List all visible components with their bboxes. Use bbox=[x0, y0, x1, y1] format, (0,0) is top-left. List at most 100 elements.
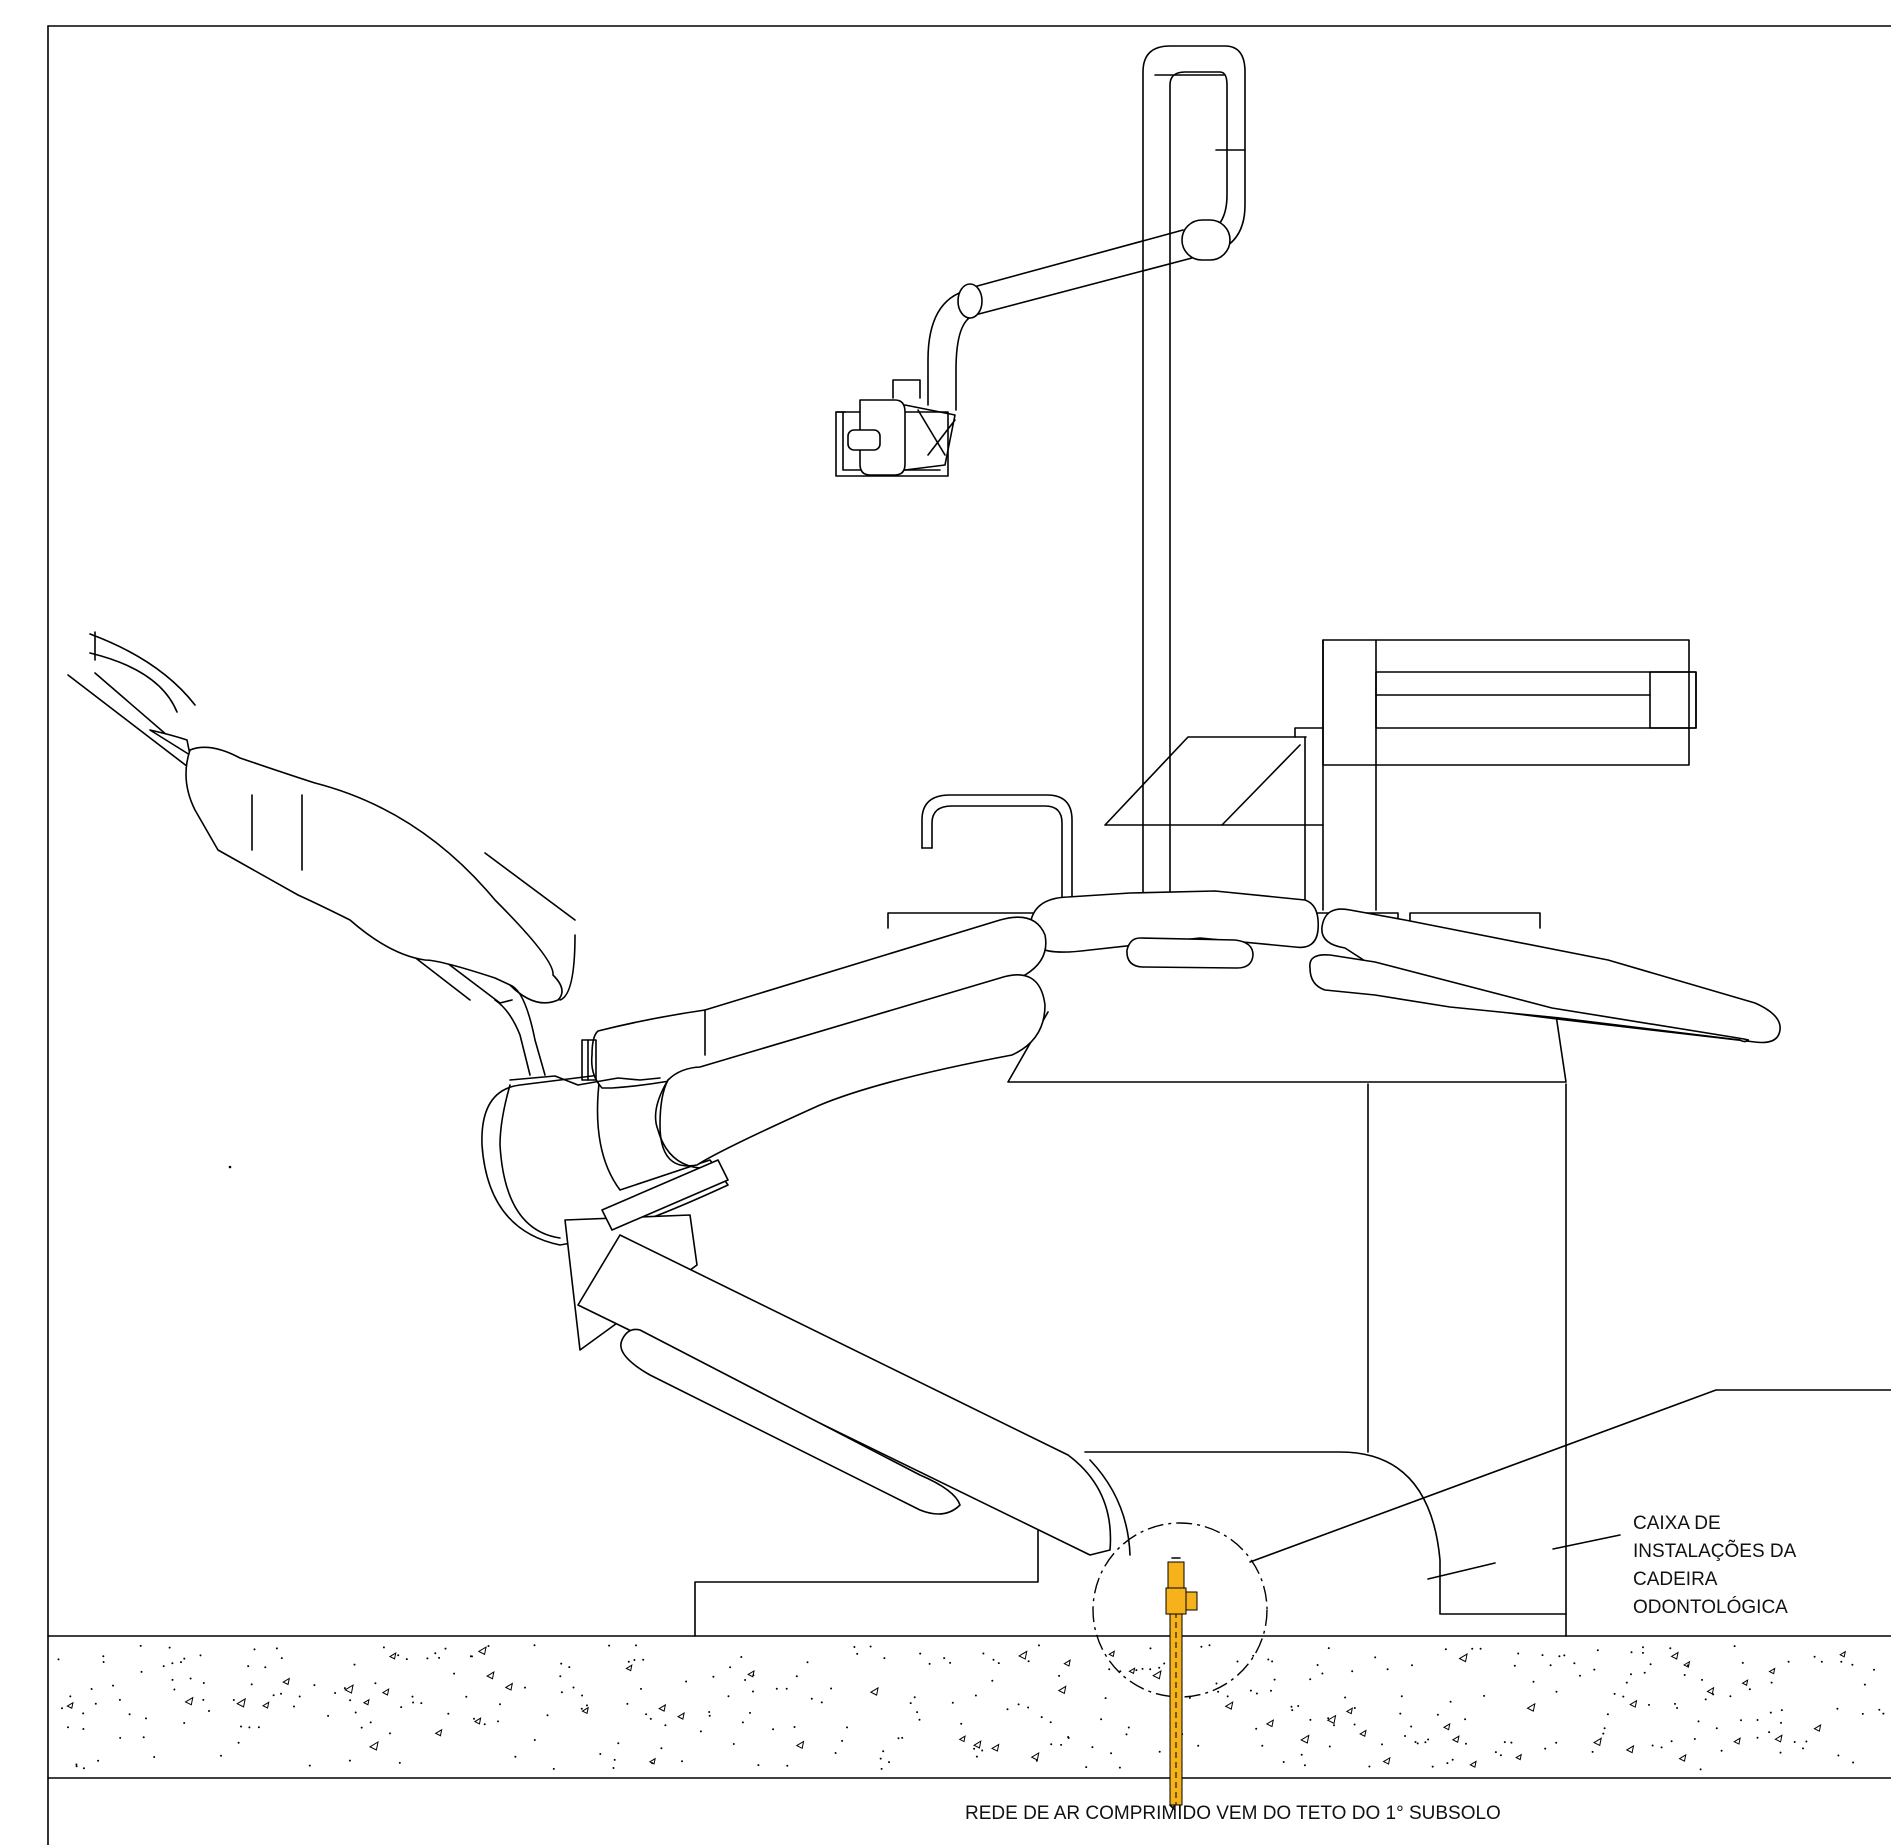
hatch-dot bbox=[853, 1646, 856, 1648]
hatch-dot bbox=[94, 1702, 97, 1705]
hatch-dot bbox=[909, 1702, 912, 1705]
hatch-dot bbox=[1503, 1741, 1506, 1744]
hatch-dot bbox=[1733, 1645, 1736, 1648]
hatch-dot bbox=[1699, 1768, 1702, 1771]
hatch-dot bbox=[928, 1662, 931, 1665]
hatch-dot bbox=[1494, 1751, 1497, 1754]
hatch-dot bbox=[412, 1701, 415, 1704]
hatch-dot bbox=[447, 1712, 450, 1715]
hatch-dot bbox=[102, 1661, 105, 1663]
hatch-dot bbox=[102, 1655, 105, 1658]
hatch-dot bbox=[1217, 1690, 1220, 1693]
hatch-dot bbox=[183, 1722, 186, 1724]
hatch-dot bbox=[1780, 1721, 1782, 1724]
hatch-dot bbox=[97, 1759, 100, 1762]
hatch-dot bbox=[1267, 1658, 1270, 1661]
hatch-dot bbox=[1060, 1743, 1063, 1746]
hatch-dot bbox=[1141, 1667, 1144, 1670]
hatch-aggregate bbox=[504, 1682, 514, 1691]
hatch-aggregate bbox=[434, 1728, 443, 1737]
label-line-1: CAIXA DE bbox=[1633, 1513, 1721, 1534]
hatch-dot bbox=[1768, 1731, 1771, 1734]
hatch-dot bbox=[633, 1659, 636, 1661]
hatch-dot bbox=[1748, 1688, 1751, 1691]
hatch-dot bbox=[880, 1767, 883, 1770]
hatch-aggregate bbox=[581, 1706, 589, 1715]
hatch-dot bbox=[901, 1736, 904, 1739]
hatch-aggregate bbox=[1345, 1707, 1354, 1715]
hatch-dot bbox=[199, 1654, 202, 1657]
hatch-dot bbox=[162, 1665, 165, 1668]
hatch-dot bbox=[444, 1647, 447, 1650]
hatch-aggregate bbox=[184, 1696, 194, 1706]
hatch-dot bbox=[1625, 1681, 1628, 1684]
hatch-dot bbox=[69, 1695, 72, 1698]
hatch-dot bbox=[1197, 1744, 1200, 1747]
hatch-dot bbox=[514, 1755, 517, 1758]
hatch-dot bbox=[1693, 1738, 1696, 1740]
hatch-dot bbox=[220, 1754, 222, 1757]
hatch-dot bbox=[171, 1678, 174, 1681]
hatch-dot bbox=[1715, 1727, 1718, 1730]
dentist-unit bbox=[1104, 639, 1697, 911]
hatch-dot bbox=[90, 1688, 93, 1690]
hatch-dot bbox=[1630, 1651, 1633, 1654]
hatch-dot bbox=[793, 1726, 796, 1728]
hatch-dot bbox=[180, 1661, 182, 1664]
hatch-aggregate bbox=[1733, 1737, 1741, 1745]
hatch-dot bbox=[1613, 1692, 1616, 1695]
hatch-dot bbox=[1149, 1668, 1152, 1671]
hatch-dot bbox=[785, 1687, 788, 1690]
installation-box-label: CAIXA DE INSTALAÇÕES DA CADEIRA ODONTOLÓ… bbox=[1633, 1510, 1863, 1622]
hatch-dot bbox=[1290, 1705, 1293, 1708]
hatch-dot bbox=[275, 1647, 278, 1650]
hatch-aggregate bbox=[1774, 1734, 1783, 1743]
hatch-aggregate bbox=[1813, 1724, 1822, 1732]
hatch-dot bbox=[1873, 1668, 1875, 1671]
hatch-aggregate bbox=[473, 1717, 482, 1725]
hatch-dot bbox=[1188, 1696, 1191, 1699]
hatch-dot bbox=[483, 1723, 486, 1726]
hatch-dot bbox=[1125, 1733, 1128, 1736]
hatch-dot bbox=[1642, 1651, 1644, 1654]
hatch-dot bbox=[1327, 1647, 1330, 1650]
hatch-dot bbox=[1200, 1645, 1203, 1648]
hatch-aggregate bbox=[1458, 1653, 1468, 1663]
hatch-dot bbox=[1158, 1666, 1161, 1669]
hatch-aggregate bbox=[648, 1757, 656, 1765]
hatch-dot bbox=[708, 1711, 711, 1713]
hatch-dot bbox=[1541, 1654, 1544, 1657]
hatch-dot bbox=[168, 1646, 171, 1649]
hatch-dot bbox=[1787, 1660, 1790, 1663]
hatch-dot bbox=[685, 1680, 688, 1683]
hatch-dot bbox=[1603, 1727, 1606, 1730]
hatch-dot bbox=[775, 1687, 778, 1690]
hatch-dot bbox=[389, 1732, 391, 1735]
hatch-dot bbox=[975, 1755, 978, 1758]
hatch-dot bbox=[411, 1695, 414, 1698]
hatch-dot bbox=[1805, 1740, 1808, 1743]
hatch-aggregate bbox=[1682, 1660, 1691, 1668]
hatch-dot bbox=[1593, 1668, 1596, 1671]
hatch-dot bbox=[139, 1644, 142, 1647]
light-pole bbox=[927, 45, 1246, 896]
hatch-dot bbox=[581, 1694, 584, 1697]
hatch-aggregate bbox=[66, 1701, 74, 1709]
hatch-dot bbox=[834, 1752, 837, 1754]
hatch-dot bbox=[1840, 1660, 1843, 1663]
hatch-dot bbox=[1602, 1732, 1605, 1735]
hatch-dot bbox=[1648, 1703, 1650, 1706]
hatch-dot bbox=[1852, 1761, 1855, 1764]
hatch-dot bbox=[453, 1672, 456, 1675]
hatch-dot bbox=[1006, 1708, 1009, 1711]
hatch-dot bbox=[1446, 1762, 1449, 1765]
hatch-dot bbox=[75, 1765, 78, 1768]
hatch-dot bbox=[313, 1684, 316, 1687]
hatch-dot bbox=[61, 1707, 63, 1710]
hatch-dot bbox=[1630, 1673, 1632, 1676]
hatch-dot bbox=[1282, 1761, 1285, 1763]
hatch-dot bbox=[1573, 1662, 1576, 1665]
hatch-dot bbox=[1697, 1720, 1700, 1723]
hatch-dot bbox=[841, 1739, 844, 1742]
hatch-aggregate bbox=[1265, 1719, 1275, 1728]
